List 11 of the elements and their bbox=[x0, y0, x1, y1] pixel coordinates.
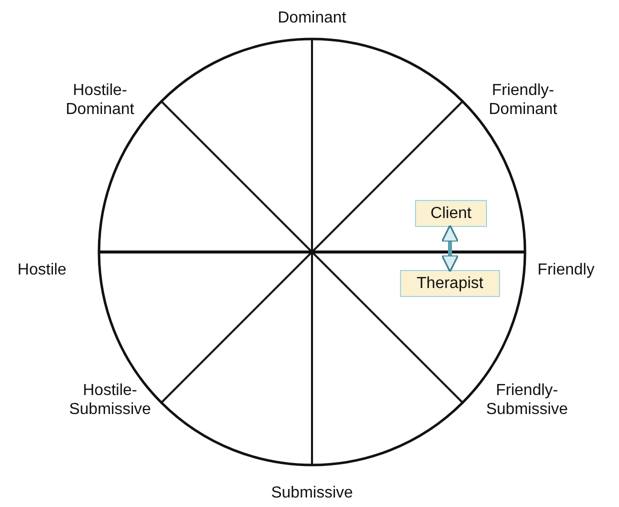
axis-label: Friendly-Dominant bbox=[488, 81, 558, 119]
axis-label: Friendly-Submissive bbox=[485, 381, 569, 419]
axis-label: Hostile bbox=[16, 260, 68, 280]
axis-label: Hostile-Submissive bbox=[68, 381, 152, 419]
role-box: Therapist bbox=[400, 270, 500, 297]
axis-label: Friendly bbox=[536, 260, 596, 280]
axis-label: Hostile-Dominant bbox=[64, 81, 136, 119]
double-arrow bbox=[441, 224, 459, 272]
role-box: Client bbox=[415, 200, 487, 227]
axis-label: Submissive bbox=[270, 484, 354, 502]
axis-label: Dominant bbox=[276, 8, 348, 28]
